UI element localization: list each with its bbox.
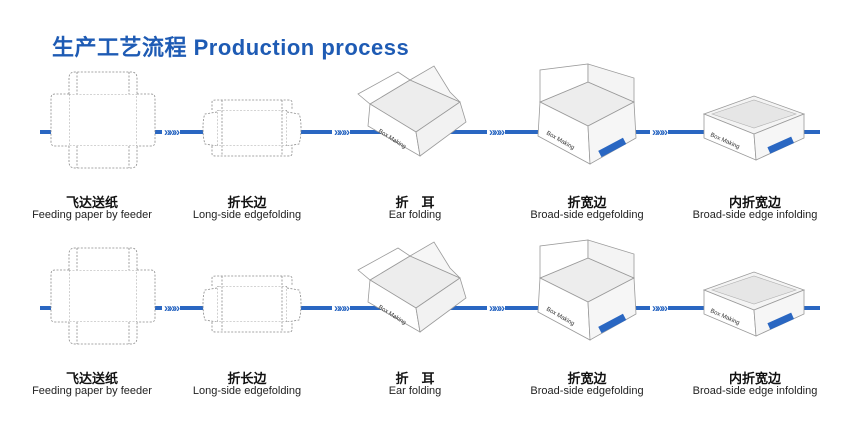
stage-label-cn: 折宽边 bbox=[567, 372, 607, 387]
stage-label-en: Ear folding bbox=[388, 385, 442, 397]
stage-ear-folding: Box Making 折 耳 Ear folding bbox=[340, 62, 490, 242]
brand-logo-icon bbox=[598, 137, 627, 158]
page-title: 生产工艺流程 Production process bbox=[52, 35, 410, 60]
ear-folding-box-icon: Box Making bbox=[357, 241, 467, 333]
stage-ear-folding: Box Making 折 耳 Ear folding bbox=[340, 238, 490, 418]
finished-box-icon: Box Making bbox=[702, 95, 806, 161]
chevron-icon: »»» bbox=[332, 300, 350, 316]
stage-label-cn: 内折宽边 bbox=[728, 372, 781, 387]
chevron-icon: »»» bbox=[332, 124, 350, 140]
stage-label-cn: 折 耳 bbox=[395, 372, 435, 387]
stage-label-en: Broad-side edge infolding bbox=[692, 385, 818, 397]
stage-broad-side: Box Making 折宽边 Broad-side edgefolding bbox=[512, 62, 662, 242]
ear-folding-box-icon: Box Making bbox=[357, 65, 467, 157]
stage-feeding: 飞达送纸 Feeding paper by feeder bbox=[17, 238, 167, 418]
long-side-blank-icon bbox=[202, 99, 302, 157]
stage-label-en: Ear folding bbox=[388, 209, 442, 221]
chevron-icon: »»» bbox=[487, 300, 505, 316]
stage-label-cn: 折 耳 bbox=[395, 196, 435, 211]
stage-label-cn: 折长边 bbox=[227, 196, 267, 211]
brand-logo-icon bbox=[767, 312, 795, 330]
stage-broad-side: Box Making 折宽边 Broad-side edgefolding bbox=[512, 238, 662, 418]
flat-blank-icon bbox=[50, 71, 156, 169]
process-row-2: »»» »»» »»» »»» 飞达送纸 Feeding paper by fe… bbox=[0, 238, 858, 418]
long-side-blank-icon bbox=[202, 275, 302, 333]
stage-label-en: Broad-side edge infolding bbox=[692, 209, 818, 221]
stage-long-side: 折长边 Long-side edgefolding bbox=[172, 238, 322, 418]
stage-label-en: Long-side edgefolding bbox=[192, 385, 302, 397]
chevron-icon: »»» bbox=[162, 124, 180, 140]
stage-label-en: Broad-side edgefolding bbox=[530, 209, 644, 221]
broad-side-box-icon: Box Making bbox=[537, 63, 637, 165]
process-row-1: »»» »»» »»» »»» 飞达送纸 Feeding paper by fe… bbox=[0, 62, 858, 242]
chevron-icon: »»» bbox=[650, 300, 668, 316]
stage-feeding: 飞达送纸 Feeding paper by feeder bbox=[17, 62, 167, 242]
stage-label-en: Long-side edgefolding bbox=[192, 209, 302, 221]
stage-label-cn: 飞达送纸 bbox=[65, 196, 118, 211]
flat-blank-icon bbox=[50, 247, 156, 345]
stage-label-cn: 内折宽边 bbox=[728, 196, 781, 211]
stage-broad-side-infolding: Box Making 内折宽边 Broad-side edge infoldin… bbox=[680, 62, 830, 242]
chevron-icon: »»» bbox=[487, 124, 505, 140]
stage-broad-side-infolding: Box Making 内折宽边 Broad-side edge infoldin… bbox=[680, 238, 830, 418]
stage-long-side: 折长边 Long-side edgefolding bbox=[172, 62, 322, 242]
stage-label-cn: 飞达送纸 bbox=[65, 372, 118, 387]
stage-label-en: Broad-side edgefolding bbox=[530, 385, 644, 397]
stage-label-cn: 折长边 bbox=[227, 372, 267, 387]
stage-label-en: Feeding paper by feeder bbox=[32, 385, 152, 397]
chevron-icon: »»» bbox=[650, 124, 668, 140]
broad-side-box-icon: Box Making bbox=[537, 239, 637, 341]
stage-label-en: Feeding paper by feeder bbox=[32, 209, 152, 221]
stage-label-cn: 折宽边 bbox=[567, 196, 607, 211]
chevron-icon: »»» bbox=[162, 300, 180, 316]
brand-logo-icon bbox=[598, 313, 627, 334]
brand-logo-icon bbox=[767, 136, 795, 154]
finished-box-icon: Box Making bbox=[702, 271, 806, 337]
